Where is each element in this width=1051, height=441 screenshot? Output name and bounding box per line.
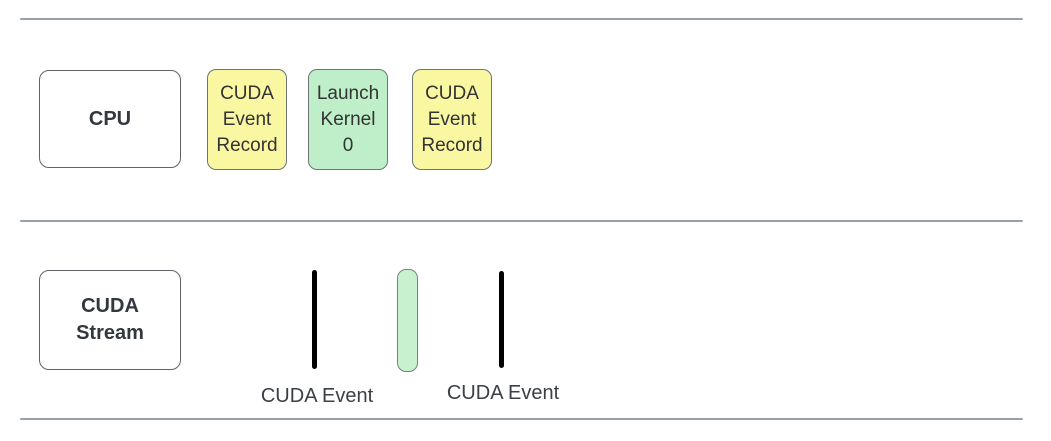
cuda-event-record-block-2-label: CUDA Event Record <box>421 82 483 156</box>
cpu-lane-label: CPU <box>88 107 132 130</box>
lane-divider-top <box>20 18 1023 20</box>
cpu-lane-box: CPU <box>39 70 181 168</box>
cuda-event-record-block-2: CUDA Event Record <box>412 69 492 170</box>
cuda-event-label-2: CUDA Event <box>446 382 560 404</box>
cuda-event-record-block-1: CUDA Event Record <box>207 69 287 170</box>
cuda-stream-lane-box: CUDA Stream <box>39 270 181 370</box>
kernel-0-execution-bar <box>397 269 418 372</box>
cuda-event-bar-1 <box>312 270 317 369</box>
launch-kernel-0-block: Launch Kernel 0 <box>308 69 388 170</box>
lane-divider-middle <box>20 220 1023 222</box>
cuda-event-bar-2 <box>499 271 504 368</box>
cuda-stream-lane-label: CUDA Stream <box>76 295 144 344</box>
cuda-event-record-block-1-label: CUDA Event Record <box>216 82 278 156</box>
launch-kernel-0-block-label: Launch Kernel 0 <box>316 82 380 156</box>
cuda-event-label-1: CUDA Event <box>260 385 374 407</box>
lane-divider-bottom <box>20 418 1023 420</box>
